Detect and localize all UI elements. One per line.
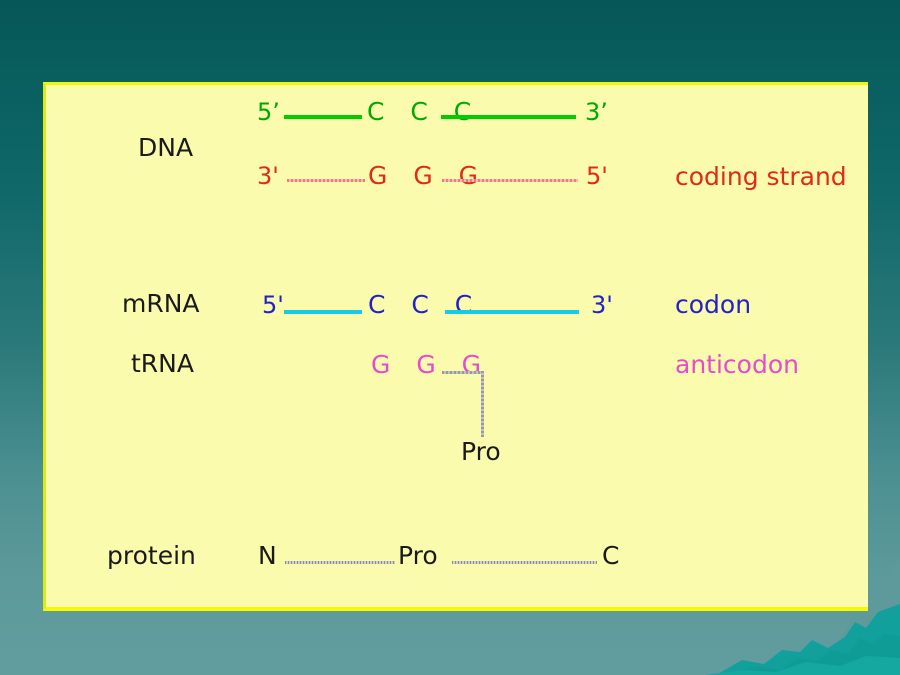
- protein-row-label: protein: [107, 541, 196, 570]
- trna-row-label: tRNA: [131, 349, 194, 378]
- mrna-three-prime: 3': [591, 291, 613, 319]
- mrna-line-right: [445, 310, 579, 314]
- mrna-line-left: [284, 310, 362, 314]
- protein-n-terminus: N: [258, 541, 277, 570]
- mrna-five-prime: 5': [262, 291, 284, 319]
- dna-coding-bases: G G G: [368, 161, 488, 190]
- dna-template-line-left: [284, 115, 362, 119]
- mountain-foothill: [704, 656, 900, 675]
- dna-template-three-prime: 3’: [585, 98, 608, 126]
- codon-annotation: codon: [675, 290, 752, 319]
- protein-c-terminus: C: [602, 541, 620, 570]
- content-panel: DNA 5’ C C C 3’ 3' G G G 5' coding stran…: [43, 82, 868, 611]
- mountain-front-ridge: [726, 634, 900, 675]
- protein-residue: Pro: [398, 541, 438, 570]
- mrna-row-label: mRNA: [122, 289, 200, 318]
- dna-template-line-right: [441, 115, 576, 119]
- anticodon-annotation: anticodon: [675, 350, 799, 379]
- protein-line-right: [452, 561, 597, 564]
- trna-amino-acid: Pro: [461, 437, 501, 466]
- dna-template-bases: C C C: [367, 97, 481, 126]
- dna-coding-three-prime: 3': [257, 162, 279, 190]
- dna-coding-line-right: [442, 179, 578, 182]
- dna-coding-line-left: [287, 179, 365, 182]
- protein-line-left: [285, 561, 395, 564]
- coding-strand-annotation: coding strand: [675, 162, 847, 191]
- dna-row-label: DNA: [138, 133, 194, 162]
- dna-coding-five-prime: 5': [586, 162, 608, 190]
- mountain-mid-ridge: [716, 604, 900, 675]
- trna-connector-vertical: [481, 371, 484, 437]
- dna-template-five-prime: 5’: [257, 98, 280, 126]
- trna-connector-horizontal: [442, 371, 483, 374]
